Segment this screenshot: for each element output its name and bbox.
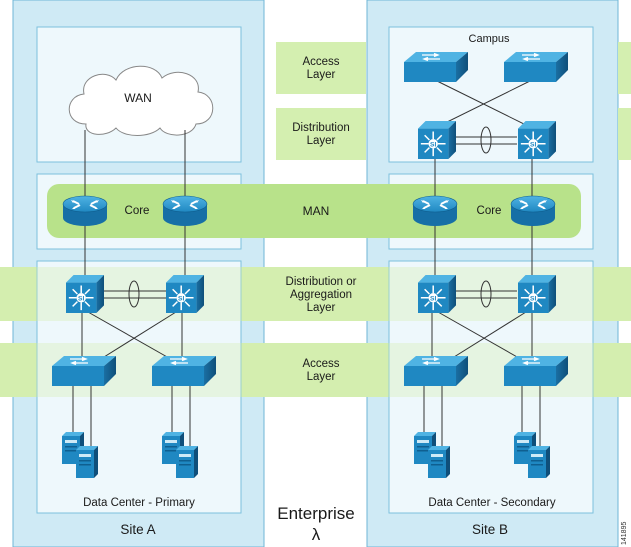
distribution-switch-a2 xyxy=(166,275,204,313)
server-a4 xyxy=(176,446,198,478)
site-b-label: Site B xyxy=(471,522,509,537)
site-a-label: Site A xyxy=(120,522,156,537)
access-layer-bottom-label: Access Layer xyxy=(302,358,340,383)
access-switch-a1 xyxy=(52,356,116,386)
campus-access-switch-2 xyxy=(504,52,568,82)
lambda-symbol: λ xyxy=(311,525,321,544)
core-router-a2 xyxy=(162,195,208,227)
distribution-agg-label: Distribution or Aggregation Layer xyxy=(285,276,357,314)
access-layer-top-label: Access Layer xyxy=(302,56,340,81)
campus-distribution-switch-2 xyxy=(518,121,556,159)
etherchannel-b xyxy=(480,280,492,308)
server-b4 xyxy=(528,446,550,478)
campus-access-switch-1 xyxy=(404,52,468,82)
access-band-top xyxy=(276,42,366,94)
links-site-a xyxy=(72,130,191,450)
datacenter-primary-label: Data Center - Primary xyxy=(83,497,195,509)
distribution-switch-a1 xyxy=(66,275,104,313)
distribution-band-top xyxy=(276,108,366,160)
core-router-b1 xyxy=(412,195,458,227)
access-switch-a2 xyxy=(152,356,216,386)
server-b2 xyxy=(428,446,450,478)
enterprise-label: Enterprise xyxy=(277,504,355,523)
campus-label: Campus xyxy=(468,33,510,45)
figure-id: 141895 xyxy=(621,521,628,545)
core-router-a1 xyxy=(62,195,108,227)
access-band-top-right xyxy=(618,42,631,94)
man-label: MAN xyxy=(302,204,330,218)
datacenter-secondary-label: Data Center - Secondary xyxy=(428,497,556,509)
distribution-band-top-right xyxy=(618,108,631,160)
distribution-layer-top-label: Distribution Layer xyxy=(292,122,350,147)
server-a2 xyxy=(76,446,98,478)
campus-distribution-switch-1 xyxy=(418,121,456,159)
core-router-b2 xyxy=(510,195,556,227)
etherchannel-b-top xyxy=(480,126,492,154)
distribution-switch-b1 xyxy=(418,275,456,313)
core-label-a: Core xyxy=(124,205,150,217)
wan-label: WAN xyxy=(124,91,152,105)
wan-cloud xyxy=(68,65,214,136)
access-switch-b1 xyxy=(404,356,468,386)
core-label-b: Core xyxy=(476,205,502,217)
links-site-b xyxy=(423,79,541,450)
access-switch-b2 xyxy=(504,356,568,386)
distribution-switch-b2 xyxy=(518,275,556,313)
etherchannel-a xyxy=(128,280,140,308)
